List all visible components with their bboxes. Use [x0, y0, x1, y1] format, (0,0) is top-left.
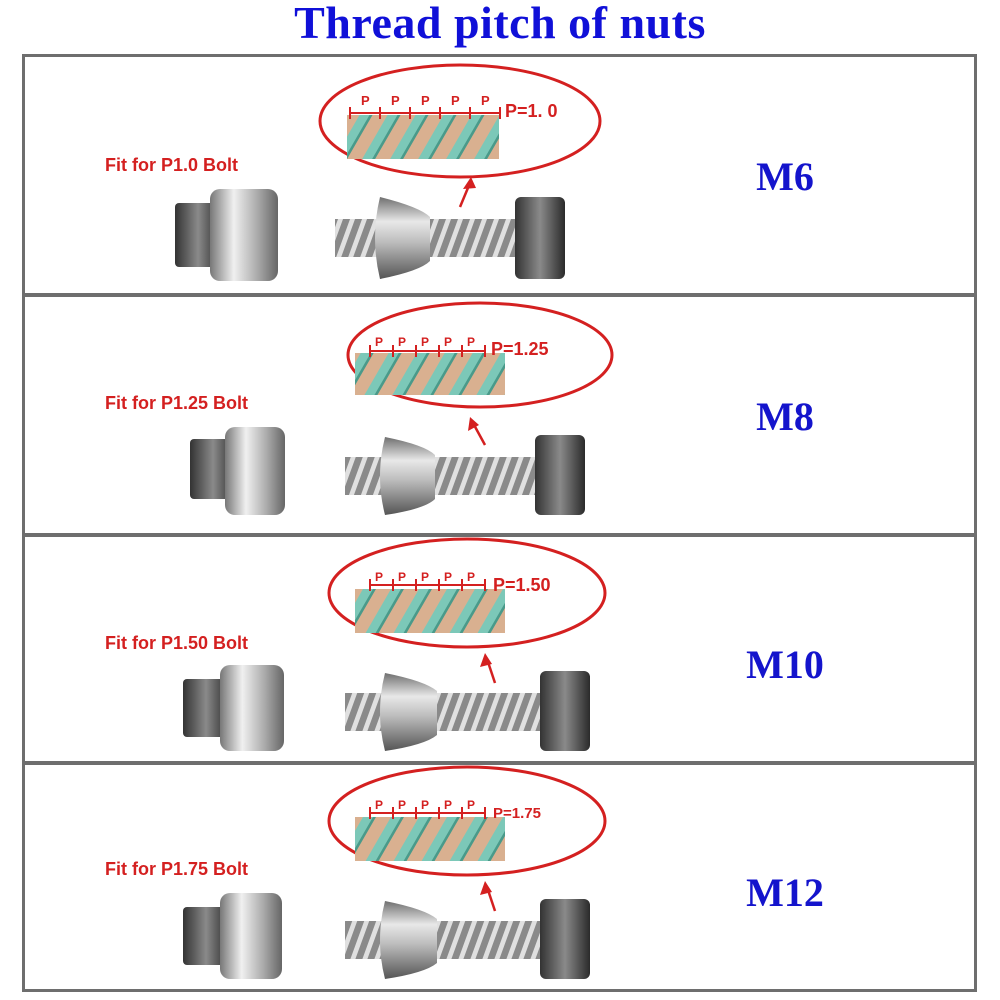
pitch-p-mark: P: [467, 570, 476, 584]
panel-m10: P P P P P P=1.50 Fit for P1.50 Bolt M10: [22, 534, 977, 764]
pitch-value: P=1.25: [491, 339, 549, 359]
pitch-p-mark: P: [375, 570, 384, 584]
pitch-value: P=1. 0: [505, 101, 558, 121]
bolt-dome-head: [380, 437, 435, 515]
size-label: M10: [746, 642, 824, 687]
nut-hex-end: [183, 907, 229, 965]
pitch-p-mark: P: [361, 93, 370, 108]
nut-bolt-illustration: [183, 537, 607, 751]
pitch-p-mark: P: [444, 798, 453, 812]
pitch-dimension-line: [369, 807, 486, 819]
pitch-p-mark: P: [444, 570, 453, 584]
pitch-p-mark: P: [375, 798, 384, 812]
pitch-dimension-line: [349, 107, 501, 119]
pitch-p-mark: P: [481, 93, 490, 108]
pitch-value: P=1.50: [493, 575, 551, 595]
callout-ellipse: [318, 63, 602, 179]
bolt-dome-head: [380, 901, 437, 979]
pitch-p-mark: P: [391, 93, 400, 108]
callout-ellipse: [346, 301, 614, 409]
panel-m8: P P P P P P=1.25 Fit for P1.25 Bolt M8: [22, 294, 977, 536]
pitch-value: P=1.75: [493, 805, 541, 822]
callout-ellipse: [327, 537, 607, 649]
bolt-dome-head: [375, 197, 430, 279]
bolt-dome-head: [380, 673, 437, 751]
pitch-p-mark: P: [421, 798, 430, 812]
panel-m6: P P P P P P=1. 0 Fit for P1.0 Bolt M6: [22, 54, 977, 296]
size-label: M6: [756, 154, 814, 199]
bolt-shank: [345, 457, 535, 495]
nut-bolt-illustration: [183, 765, 607, 979]
panel-m12: P P P P P P=1.75 Fit for P1.75 Bolt M12: [22, 762, 977, 992]
pitch-p-mark: P: [398, 570, 407, 584]
nut-bolt-illustration: [175, 63, 602, 281]
fit-label: Fit for P1.50 Bolt: [105, 633, 249, 653]
callout-ellipse: [327, 765, 607, 877]
nut-hex-end: [183, 679, 229, 737]
thread-helix: [355, 817, 505, 861]
fit-label: Fit for P1.75 Bolt: [105, 859, 249, 879]
nut-body: [225, 427, 285, 515]
pitch-p-mark: P: [444, 335, 453, 349]
bolt-hex-nut: [540, 899, 590, 979]
size-label: M8: [756, 394, 814, 439]
size-label: M12: [746, 870, 824, 915]
bolt-hex-nut: [535, 435, 585, 515]
pitch-p-mark: P: [421, 93, 430, 108]
page-title: Thread pitch of nuts: [294, 0, 706, 48]
nut-hex-end: [175, 203, 221, 267]
bolt-shank: [345, 921, 545, 959]
pitch-p-mark: P: [421, 335, 430, 349]
thread-helix: [355, 353, 505, 395]
fit-label: Fit for P1.25 Bolt: [105, 393, 249, 413]
nut-body: [220, 665, 284, 751]
pitch-dimension-line: [369, 579, 486, 591]
fit-label: Fit for P1.0 Bolt: [105, 155, 239, 175]
thread-helix: [347, 115, 499, 159]
pitch-p-mark: P: [421, 570, 430, 584]
pitch-p-mark: P: [467, 335, 476, 349]
pitch-p-mark: P: [398, 798, 407, 812]
pitch-p-mark: P: [398, 335, 407, 349]
bolt-hex-nut: [515, 197, 565, 279]
bolt-shank: [345, 693, 545, 731]
pitch-p-mark: P: [451, 93, 460, 108]
nut-hex-end: [190, 439, 236, 499]
nut-body: [210, 189, 278, 281]
pitch-p-mark: P: [375, 335, 384, 349]
pitch-dimension-line: [369, 345, 486, 357]
thread-helix: [355, 589, 505, 633]
bolt-hex-nut: [540, 671, 590, 751]
pitch-p-mark: P: [467, 798, 476, 812]
nut-body: [220, 893, 282, 979]
nut-bolt-illustration: [190, 301, 614, 515]
